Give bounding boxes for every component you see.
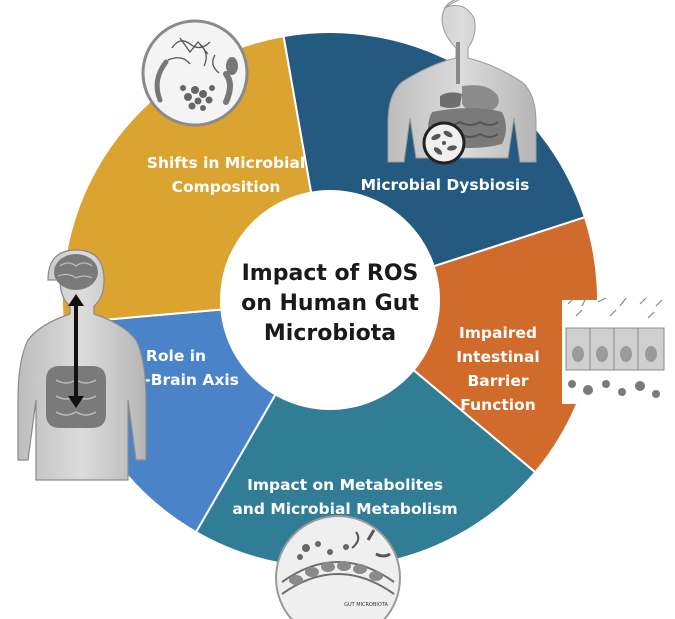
digestive-system-illustration [387,0,537,165]
label-microbial-dysbiosis: Microbial Dysbiosis [361,176,530,194]
epithelium-illustration [562,297,670,404]
label-impaired-line-3: Barrier [467,372,528,390]
label-metabolites-line-1: Impact on Metabolites [247,476,443,494]
label-shifts-line-1: Shifts in Microbial [147,154,305,172]
center-circle [220,190,440,410]
label-shifts-line-2: Composition [172,178,281,196]
gut-microbiota-illustration: GUT MICROBIOTA [275,515,401,619]
label-impaired-line-4: Function [460,396,535,414]
label-metabolites-line-2: and Microbial Metabolism [232,500,457,518]
label-impaired-line-1: Impaired [459,324,537,342]
microbes-illustration [141,19,249,127]
center-title-line-1: Impact of ROS [242,261,419,286]
gut-microbiota-caption: GUT MICROBIOTA [344,602,388,608]
center-title-line-2: on Human Gut [241,291,419,316]
gut-brain-figure-illustration [17,249,147,481]
label-gut-brain-line-1: Role in [146,347,206,365]
label-impaired-line-2: Intestinal [456,348,539,366]
center-title-line-3: Microbiota [264,321,396,346]
